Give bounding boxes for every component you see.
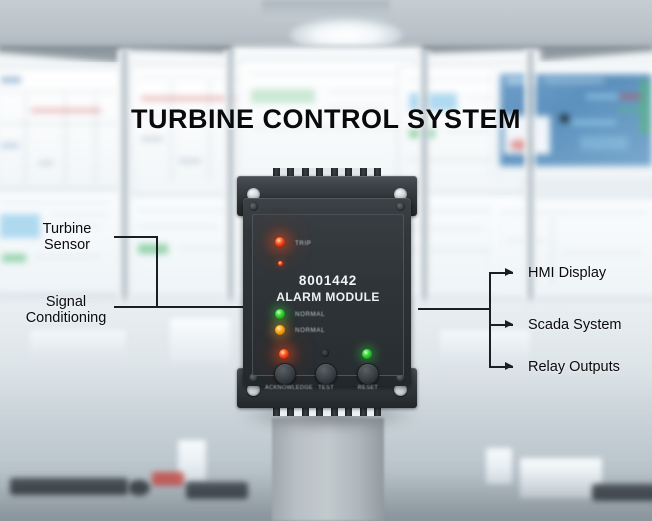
ceiling-vent <box>262 0 390 20</box>
leader-line-output-bracket <box>489 272 491 368</box>
wall-screen-5 <box>238 60 418 186</box>
input-label-signal-conditioning: Signal Conditioning <box>25 294 107 326</box>
device-faceplate: TRIP 8001442 ALARM MODULE NORMAL NORMAL … <box>252 214 404 391</box>
wall-mullion-4 <box>524 50 537 350</box>
leader-line-scada-system <box>489 324 513 326</box>
device-pedestal <box>272 418 384 521</box>
output-label-relay-outputs: Relay Outputs <box>528 359 620 375</box>
acknowledge-button[interactable] <box>274 363 296 385</box>
device-model-number: 8001442 <box>298 273 358 288</box>
led-acknowledge <box>279 349 289 359</box>
wall-screen-10 <box>492 200 652 296</box>
input-label-turbine-sensor: Turbine Sensor <box>42 221 92 253</box>
page-title: TURBINE CONTROL SYSTEM <box>130 104 521 134</box>
mounting-hole-bottom-right <box>394 383 407 396</box>
leader-line-output-main <box>418 308 490 310</box>
wall-screen-2 <box>0 192 122 292</box>
leader-line-turbine-sensor <box>114 236 158 238</box>
led-normal-green <box>275 309 285 319</box>
wall-mullion-3 <box>418 50 431 350</box>
alarm-module-device[interactable]: TRIP 8001442 ALARM MODULE NORMAL NORMAL … <box>237 168 417 416</box>
leader-line-relay-outputs <box>489 366 513 368</box>
output-label-hmi-display: HMI Display <box>528 265 607 281</box>
leader-line-hmi-display <box>489 272 513 274</box>
led-test <box>321 349 329 357</box>
device-body: TRIP 8001442 ALARM MODULE NORMAL NORMAL … <box>243 198 411 391</box>
desk-monitor-right <box>440 330 530 364</box>
reset-button[interactable] <box>357 363 379 385</box>
led-label-normal-green: NORMAL <box>295 311 326 318</box>
leader-line-input-bracket <box>156 236 158 308</box>
desk-monitor-mid-left <box>170 318 230 362</box>
leader-line-input-main <box>114 306 280 308</box>
output-arrowhead-hmi <box>505 268 513 276</box>
led-reset <box>362 349 372 359</box>
device-model-name: ALARM MODULE <box>276 290 380 304</box>
led-trip <box>275 237 285 247</box>
output-arrowhead-relay <box>505 362 513 370</box>
mounting-hole-bottom-left <box>247 383 260 396</box>
desk-monitor-left <box>30 330 126 360</box>
test-button-label: TEST <box>318 385 334 391</box>
led-label-normal-amber: NORMAL <box>295 327 326 334</box>
acknowledge-button-label: ACKNOWLEDGE <box>265 385 313 391</box>
wall-mullion-1 <box>118 50 131 350</box>
led-normal-amber <box>275 325 285 335</box>
mounting-hole-top-right <box>394 188 407 201</box>
test-button[interactable] <box>315 363 337 385</box>
led-trip-reflection <box>278 261 283 266</box>
body-screw-top-right <box>396 202 405 211</box>
body-screw-top-left <box>249 202 258 211</box>
mounting-hole-top-left <box>247 188 260 201</box>
wall-mullion-2 <box>224 50 237 350</box>
body-screw-bottom-right <box>396 373 405 382</box>
body-screw-bottom-left <box>249 373 258 382</box>
reset-button-label: RESET <box>357 385 379 391</box>
wall-screen-1 <box>0 68 124 188</box>
output-label-scada-system: Scada System <box>528 317 622 333</box>
led-label-trip: TRIP <box>295 240 312 247</box>
output-arrowhead-scada <box>505 320 513 328</box>
